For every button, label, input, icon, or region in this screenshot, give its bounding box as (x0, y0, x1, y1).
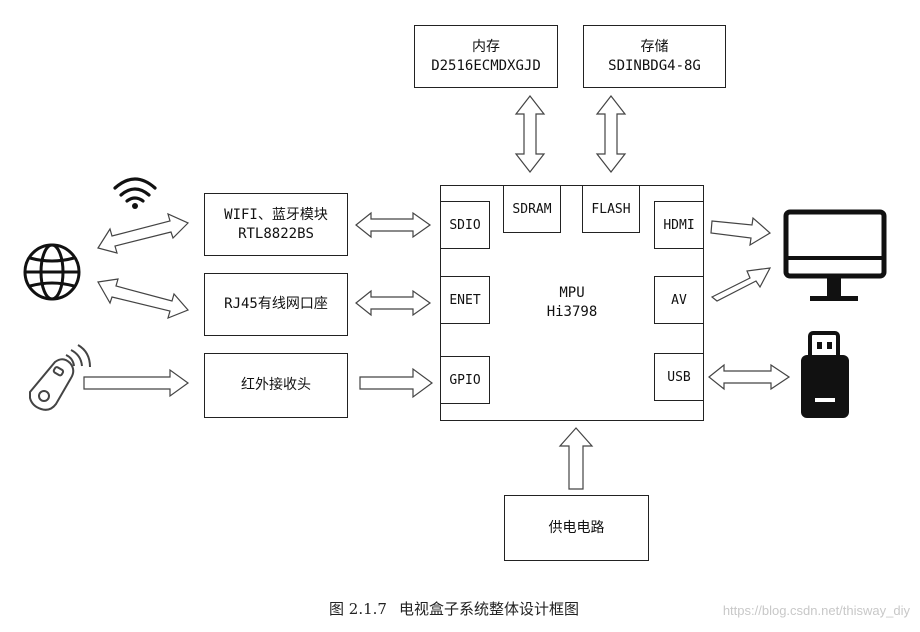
usb-label: USB (667, 369, 691, 385)
memory-part: D2516ECMDXGJD (431, 57, 541, 74)
globe-rj45-arrow (97, 278, 190, 320)
gpio-port: GPIO (440, 356, 490, 404)
mpu-chip: Hi3798 (546, 304, 598, 320)
enet-label: ENET (449, 292, 481, 308)
ir-receiver-label: 红外接收头 (241, 377, 311, 393)
remote-control-icon (29, 344, 91, 411)
flash-storage-arrow (595, 95, 627, 173)
rj45-label: RJ45有线网口座 (224, 296, 328, 312)
enet-port: ENET (440, 276, 490, 324)
flash-port: FLASH (582, 185, 640, 233)
storage-part: SDINBDG4-8G (608, 57, 701, 74)
rj45-box: RJ45有线网口座 (204, 273, 348, 336)
watermark: https://blog.csdn.net/thisway_diy (722, 603, 910, 618)
hdmi-label: HDMI (663, 217, 695, 233)
globe-wifi-arrow (97, 212, 190, 254)
usb-port: USB (654, 353, 704, 401)
wifi-module-box: WIFI、蓝牙模块 RTL8822BS (204, 193, 348, 256)
usb-drive-arrow (708, 363, 791, 391)
ir-receiver-box: 红外接收头 (204, 353, 348, 418)
wifi-module-part: RTL8822BS (238, 225, 314, 242)
av-port: AV (654, 276, 704, 324)
usb-drive-icon (801, 331, 849, 418)
figure-number: 图 2.1.7 (329, 600, 387, 618)
power-label: 供电电路 (548, 519, 605, 536)
globe-icon (23, 243, 81, 301)
gpio-label: GPIO (449, 372, 481, 388)
hdmi-monitor-arrow (710, 216, 772, 247)
wifi-sdio-arrow (355, 211, 432, 239)
power-mpu-arrow (558, 427, 594, 490)
mpu-label: MPU (559, 285, 585, 301)
remote-ir-arrow (83, 368, 190, 398)
rj45-enet-arrow (355, 289, 432, 317)
sdio-port: SDIO (440, 201, 490, 249)
figure-title: 电视盒子系统整体设计框图 (398, 600, 579, 618)
flash-label: FLASH (591, 201, 631, 217)
wifi-icon (113, 177, 157, 209)
sdram-memory-arrow (514, 95, 546, 173)
memory-box: 内存 D2516ECMDXGJD (414, 25, 558, 88)
memory-title: 内存 (472, 38, 500, 55)
wifi-module-name: WIFI、蓝牙模块 (224, 206, 328, 223)
ir-gpio-arrow (359, 367, 434, 399)
power-box: 供电电路 (504, 495, 649, 561)
sdio-label: SDIO (449, 217, 481, 233)
storage-box: 存储 SDINBDG4-8G (583, 25, 726, 88)
hdmi-port: HDMI (654, 201, 704, 249)
monitor-icon (783, 209, 887, 301)
storage-title: 存储 (640, 38, 669, 55)
av-monitor-arrow (710, 267, 772, 302)
sdram-label: SDRAM (512, 201, 552, 217)
figure-caption: 图 2.1.7 电视盒子系统整体设计框图 (0, 598, 920, 619)
sdram-port: SDRAM (503, 185, 561, 233)
av-label: AV (671, 292, 687, 308)
